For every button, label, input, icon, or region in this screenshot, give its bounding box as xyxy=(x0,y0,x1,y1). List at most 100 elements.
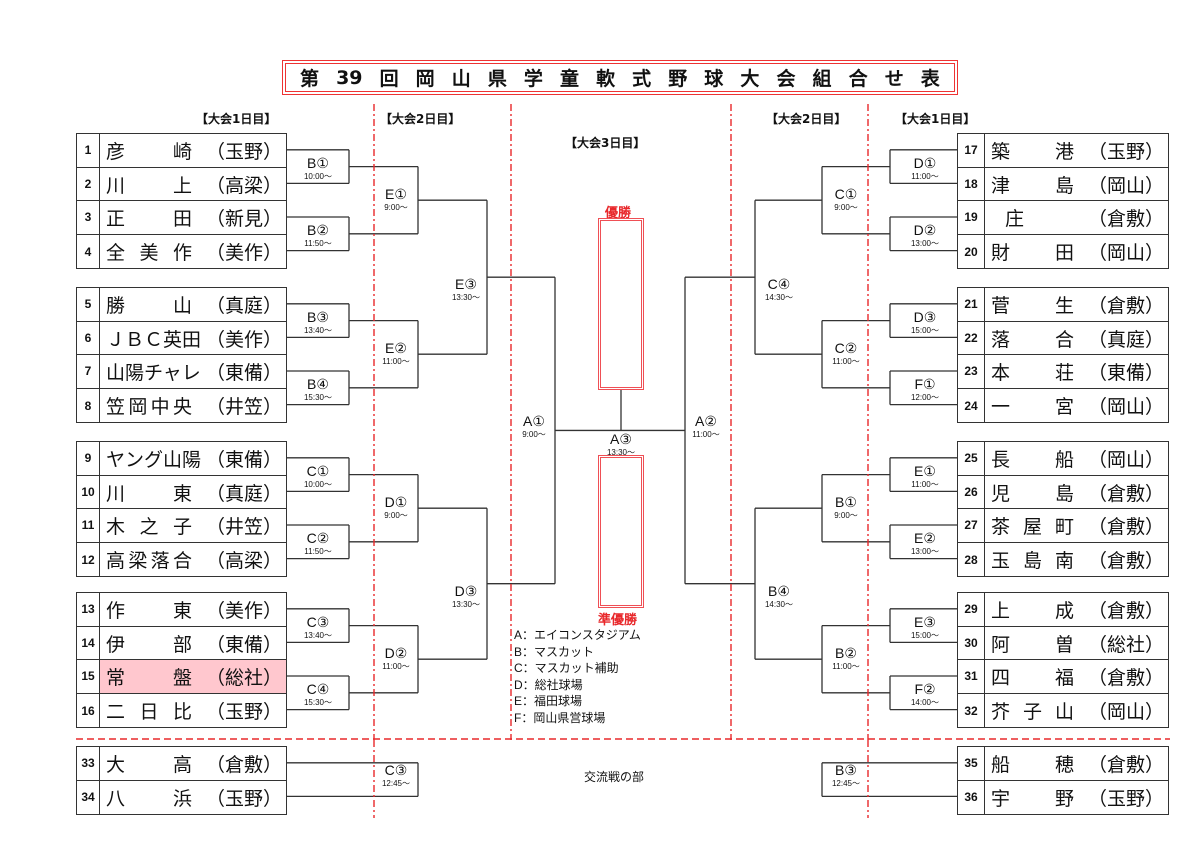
title-char: 39 xyxy=(336,66,363,89)
team-name: 山 xyxy=(1054,700,1074,723)
match-id: F① xyxy=(914,375,936,392)
day-label-day3: 【大会3日目】 xyxy=(565,136,646,150)
team-name: 島 xyxy=(1054,482,1074,505)
day-label-right-day1: 【大会1日目】 xyxy=(895,112,976,126)
team-name: 大 xyxy=(106,754,126,776)
team-name-cell: 伊部（東備） xyxy=(100,627,286,660)
match-time: 13:30～ xyxy=(451,599,481,609)
title-char: 岡 xyxy=(415,68,435,90)
team-name: 田 xyxy=(1054,241,1074,264)
team-area: （東備） xyxy=(205,449,282,471)
team-name: 子 xyxy=(172,516,192,539)
match-time: 10:00～ xyxy=(303,479,333,489)
match-time: 12:00～ xyxy=(910,392,940,402)
team-number: 24 xyxy=(958,388,985,423)
match-time: 15:00～ xyxy=(910,325,940,335)
team-area: （倉敷） xyxy=(1087,295,1164,317)
team-number: 23 xyxy=(958,355,985,388)
match-time: 11:00～ xyxy=(911,171,939,181)
team-name: ヤング山陽 xyxy=(106,449,202,471)
team-area: （倉敷） xyxy=(1087,208,1164,231)
team-area: （東備） xyxy=(205,633,282,656)
team-name: 成 xyxy=(1054,600,1074,622)
venue-legend-item: C：マスカット補助 xyxy=(514,661,619,675)
team-name-cell: 一宮（岡山） xyxy=(985,389,1168,423)
match-id: D② xyxy=(913,221,937,238)
team-area: （新見） xyxy=(205,208,282,231)
match-time: 15:30～ xyxy=(303,392,333,402)
team-name: 梁 xyxy=(128,549,148,572)
team-area: （美作） xyxy=(205,600,282,622)
team-number: 11 xyxy=(77,509,100,542)
team-area: （高梁） xyxy=(205,549,282,572)
team-name: 児 xyxy=(991,482,1011,505)
team-number: 4 xyxy=(77,234,100,269)
team-name: 部 xyxy=(172,633,192,656)
match-id: E② xyxy=(914,529,936,546)
match-id: A① xyxy=(523,413,545,430)
match-time: 9:00～ xyxy=(384,511,408,521)
champion-label: 優勝 xyxy=(605,206,632,221)
team-number: 22 xyxy=(958,321,985,355)
team-name: 島 xyxy=(1022,549,1042,572)
team-name: 山 xyxy=(172,295,192,317)
team-name: 作 xyxy=(172,241,192,264)
match-id: B④ xyxy=(768,582,790,599)
match-time: 11:00～ xyxy=(832,662,860,672)
team-name: 町 xyxy=(1054,516,1074,539)
title-char: 軟 xyxy=(596,68,616,90)
match-time: 14:30～ xyxy=(764,293,794,303)
team-name: 木 xyxy=(106,516,126,539)
team-name: 二 xyxy=(106,700,126,723)
match-id: C① xyxy=(834,186,858,203)
team-area: （井笠） xyxy=(205,395,282,418)
team-name: 日 xyxy=(139,700,159,723)
team-name: 勝 xyxy=(106,295,126,317)
day-label-right-day2: 【大会2日目】 xyxy=(766,112,847,126)
team-number: 20 xyxy=(958,234,985,269)
team-name: 子 xyxy=(1022,700,1042,723)
match-id: B② xyxy=(835,645,857,662)
match-id: C④ xyxy=(767,276,791,293)
team-area: （真庭） xyxy=(1087,328,1164,351)
venue-legend-item: A：エイコンスタジアム xyxy=(514,628,641,642)
team-name: 合 xyxy=(172,549,192,572)
title-char: 大 xyxy=(740,68,760,90)
team-name-cell: 玉島南（倉敷） xyxy=(985,543,1168,577)
team-number: 7 xyxy=(77,355,100,388)
match-id: C② xyxy=(306,529,330,546)
match-id: D③ xyxy=(454,582,478,599)
team-area: （井笠） xyxy=(205,516,282,539)
team-area: （倉敷） xyxy=(205,754,282,776)
champion-box xyxy=(598,218,644,390)
team-number: 5 xyxy=(77,288,100,321)
venue-legend-item: D：総社球場 xyxy=(514,677,583,692)
team-number: 29 xyxy=(958,593,985,626)
team-name: 高 xyxy=(106,549,126,572)
